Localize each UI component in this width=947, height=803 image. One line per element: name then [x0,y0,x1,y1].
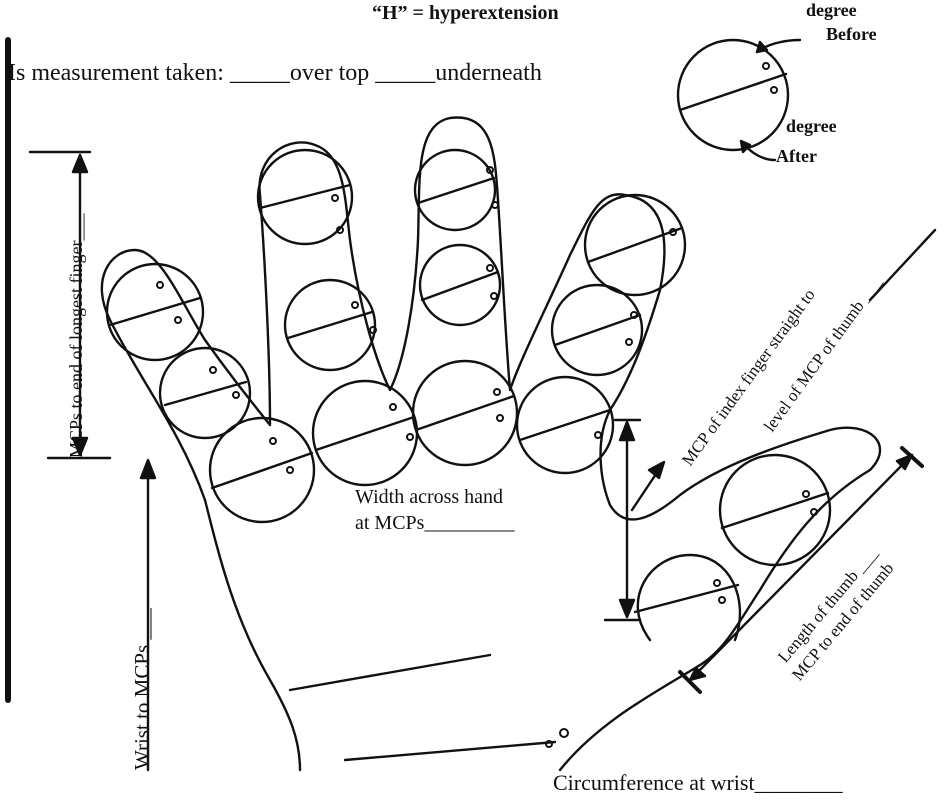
degree-before-label: degree [806,0,857,21]
hand-outline [102,117,880,770]
measurement-question: Is measurement taken: _____over top ____… [8,60,542,87]
palm-left-edge [205,500,300,770]
width-across-hand-label-line2: at MCPs_________ [355,512,514,535]
wrist-to-mcps-label: Wrist to MCPs ___ [130,608,155,770]
before-label: Before [826,24,877,45]
joint-divider-lines [110,178,828,760]
width-across-hand-label-line1: Width across hand [355,486,503,509]
goniometer-line [680,74,786,110]
wrist-circumference-label: Circumference at wrist________ [553,770,843,796]
mcp-to-longest-finger-label: MCPs to end of longest finger___ [66,214,87,459]
hyperextension-note: “H” = hyperextension [372,2,559,25]
degree-after-label: degree [786,116,837,137]
goniometer-circle [678,40,788,150]
after-label: After [776,146,817,167]
